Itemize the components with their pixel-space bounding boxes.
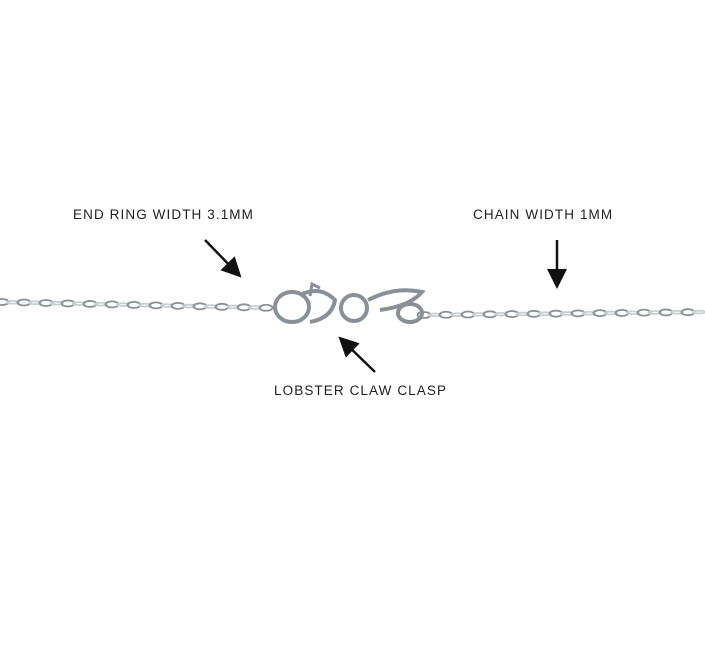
chain-link	[472, 312, 486, 317]
chain-link	[494, 311, 508, 317]
tag-ring	[396, 302, 424, 324]
end-ring-label: END RING WIDTH 3.1MM	[73, 207, 255, 222]
chain-left	[0, 298, 274, 312]
chain-link	[50, 300, 64, 306]
clasp-label: LOBSTER CLAW CLASP	[274, 383, 448, 398]
chain-link	[28, 300, 42, 306]
tag-plate	[367, 288, 426, 312]
chain-link	[538, 311, 552, 317]
chain-link	[226, 304, 240, 310]
chain-link	[516, 311, 530, 317]
arrow-clasp	[338, 336, 376, 373]
chain-link	[204, 304, 218, 309]
chain-link	[626, 310, 640, 316]
lobster-claw-clasp	[273, 281, 426, 324]
chain-link	[248, 305, 262, 310]
chain-right	[416, 308, 705, 319]
arrow-end-ring	[204, 239, 242, 278]
chain-link	[94, 301, 108, 307]
jump-ring	[339, 293, 369, 323]
chain-link	[648, 310, 662, 315]
chain-link	[692, 309, 705, 315]
chain-link	[6, 299, 20, 305]
chain-link	[582, 310, 596, 316]
chain-link	[670, 309, 684, 315]
chain-link	[604, 310, 618, 316]
chain-link	[258, 303, 274, 312]
chain-link	[182, 303, 196, 309]
chain-link	[116, 302, 130, 307]
end-ring	[273, 290, 311, 324]
chain-link	[72, 301, 86, 306]
chain-link	[428, 312, 442, 318]
chain-link	[450, 312, 464, 317]
clasp-trigger	[308, 281, 321, 297]
chain-width-label: CHAIN WIDTH 1MM	[473, 207, 614, 222]
chain-link	[560, 311, 574, 316]
chain-link	[138, 302, 152, 308]
chain-link	[160, 303, 174, 308]
